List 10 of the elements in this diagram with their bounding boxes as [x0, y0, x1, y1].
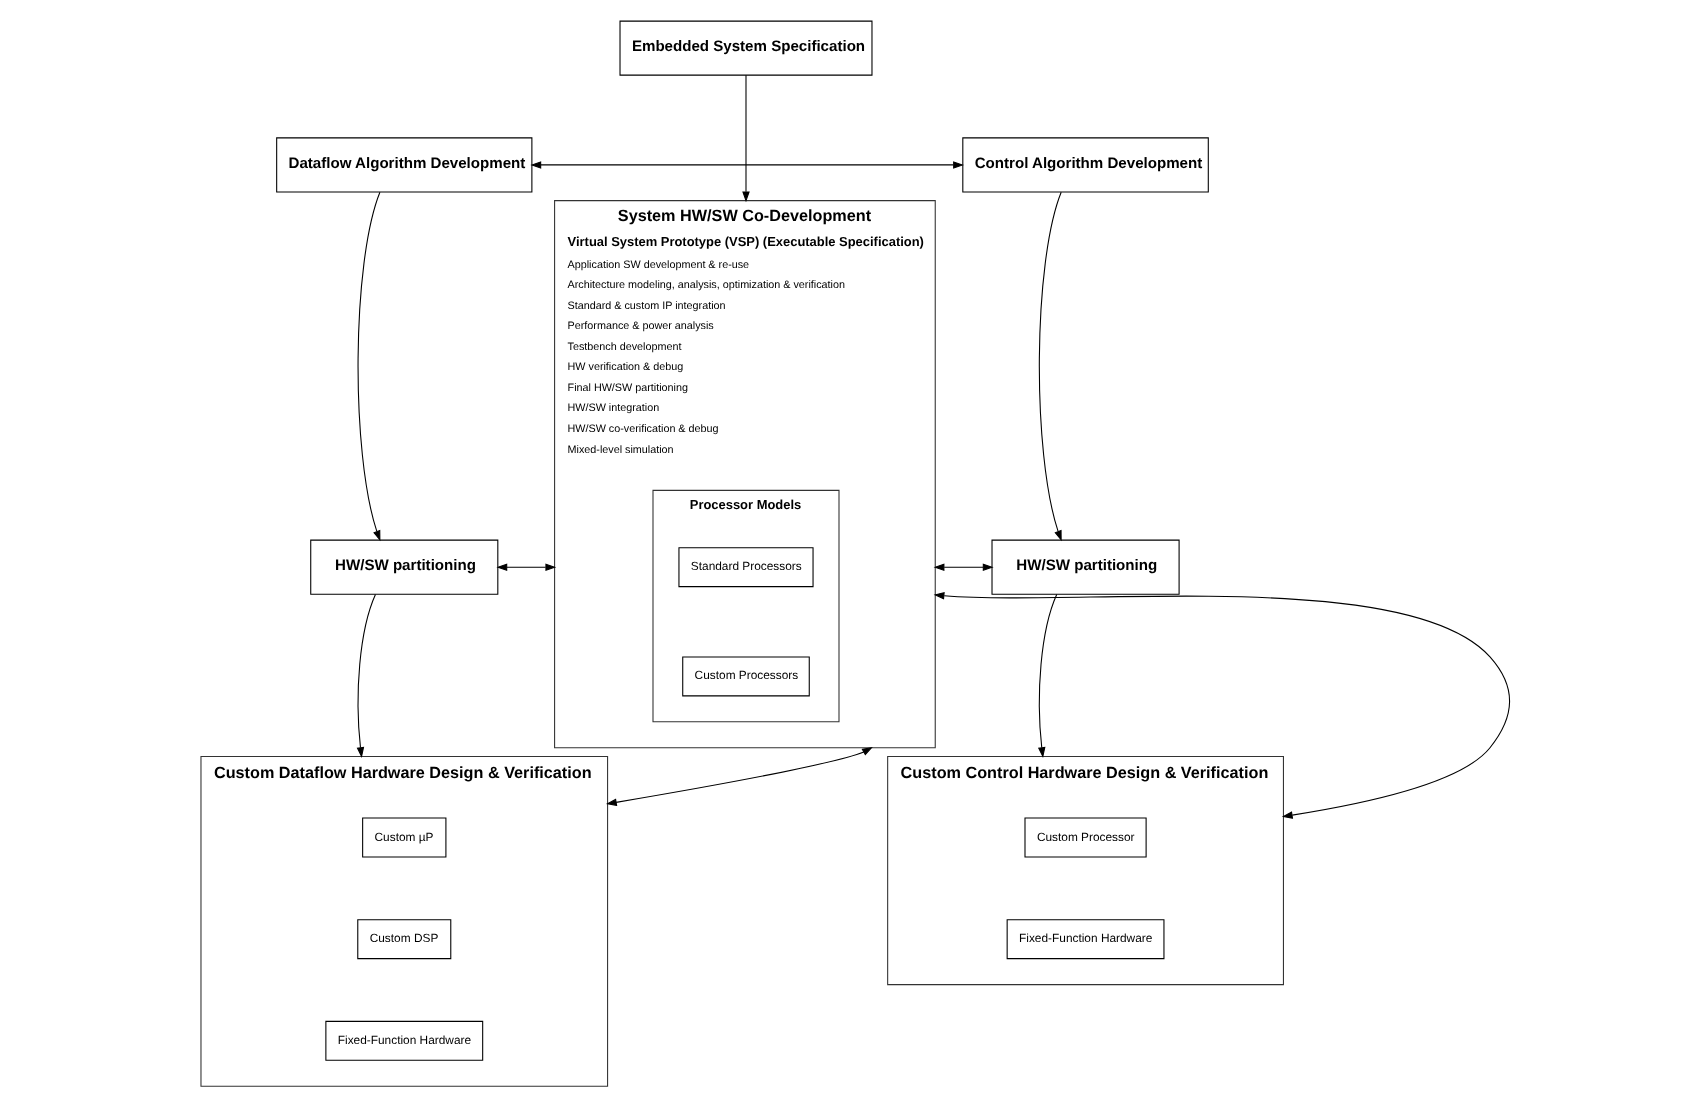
arrow [605, 747, 873, 807]
arrow [1037, 593, 1058, 759]
arrow [1038, 191, 1062, 542]
arrow [356, 593, 376, 759]
arrow [933, 563, 994, 571]
arrow [357, 191, 381, 542]
arrow [530, 161, 964, 169]
arrow [496, 563, 557, 571]
arrow [742, 74, 750, 203]
arrow [933, 591, 1511, 819]
